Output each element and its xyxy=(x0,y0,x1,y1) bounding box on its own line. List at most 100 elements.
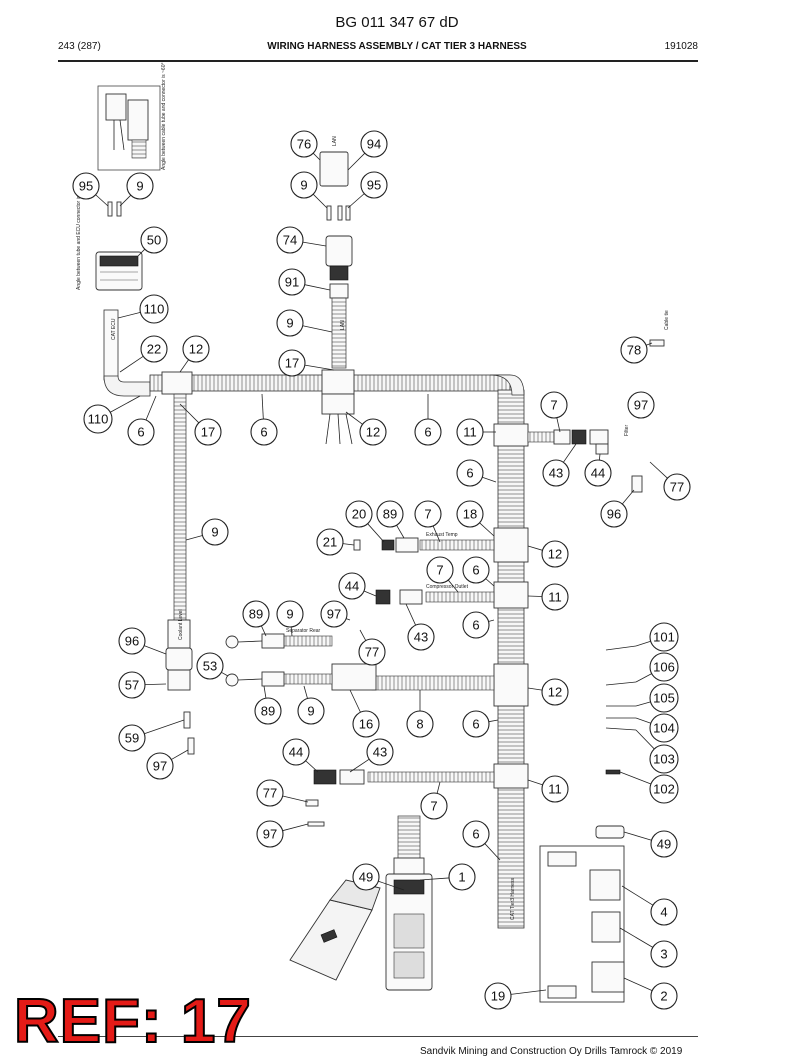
callout-c97b: 97 xyxy=(320,600,351,628)
callout-number: 12 xyxy=(548,547,562,562)
callout-c6e: 6 xyxy=(462,556,495,587)
callout-leader xyxy=(110,395,141,413)
junction-12-lower xyxy=(493,663,529,707)
callout-circle xyxy=(650,898,678,926)
callout-c101: 101 xyxy=(635,622,679,652)
callout-number: 44 xyxy=(289,745,303,760)
callout-c16: 16 xyxy=(349,689,380,738)
callout-leader xyxy=(342,543,355,546)
callout-number: 97 xyxy=(327,607,341,622)
callout-number: 57 xyxy=(125,678,139,693)
callout-leader xyxy=(345,411,363,425)
callout-c6a: 6 xyxy=(127,395,157,446)
junction-11-middle xyxy=(493,581,529,609)
cat-tier3-label: CAT Tier3 Harness xyxy=(510,877,516,920)
callout-circle xyxy=(407,623,435,651)
callout-number: 96 xyxy=(607,507,621,522)
callout-leader xyxy=(432,525,441,543)
callout-leader xyxy=(185,535,203,541)
callout-number: 6 xyxy=(137,425,144,440)
lan-connector-stack xyxy=(319,151,353,299)
callout-leader xyxy=(144,719,185,735)
footer-divider xyxy=(58,1036,698,1037)
coolant-level-label: Coolant Level xyxy=(178,609,184,640)
callout-circle xyxy=(278,268,306,296)
callout-circle xyxy=(584,459,612,487)
callout-number: 8 xyxy=(416,717,423,732)
callout-circle xyxy=(254,697,282,725)
callout-number: 49 xyxy=(657,837,671,852)
callout-leader xyxy=(347,193,365,209)
callout-leader xyxy=(282,795,309,803)
callout-number: 12 xyxy=(189,342,203,357)
callout-number: 43 xyxy=(373,745,387,760)
callout-circle xyxy=(118,627,146,655)
callout-c49b: 49 xyxy=(623,830,678,858)
callout-circle xyxy=(376,500,404,528)
callout-c9e: 9 xyxy=(276,600,304,637)
callout-c89b: 89 xyxy=(242,600,270,637)
callout-c103: 103 xyxy=(635,729,679,774)
callout-c44a: 44 xyxy=(584,453,612,487)
document-number: BG 011 347 67 dD xyxy=(335,14,459,31)
callout-c22: 22 xyxy=(119,335,168,373)
callout-c89a: 89 xyxy=(376,500,405,539)
callout-leader xyxy=(261,625,267,637)
callout-number: 21 xyxy=(323,535,337,550)
callout-c59: 59 xyxy=(118,719,185,752)
callout-number: 6 xyxy=(472,618,479,633)
callout-number: 11 xyxy=(548,590,562,605)
callout-number: 53 xyxy=(203,659,217,674)
connector-3d-view xyxy=(289,879,381,981)
callout-c74: 74 xyxy=(276,226,327,254)
callout-number: 110 xyxy=(144,302,165,317)
angle-note-top: Angle between cable tube and connector i… xyxy=(161,63,167,171)
callout-circle xyxy=(196,652,224,680)
callout-number: 19 xyxy=(491,989,505,1004)
callout-c77b: 77 xyxy=(358,629,386,666)
callout-circle xyxy=(456,418,484,446)
callout-circle xyxy=(426,556,454,584)
callout-circle xyxy=(250,418,278,446)
callout-number: 6 xyxy=(466,466,473,481)
callout-c77c: 77 xyxy=(256,779,309,807)
callout-circle xyxy=(352,710,380,738)
callout-number: 7 xyxy=(436,563,443,578)
callout-circle xyxy=(127,418,155,446)
callout-leader xyxy=(363,590,377,597)
callout-leader xyxy=(635,701,651,707)
callout-circle xyxy=(139,294,169,324)
callout-circle xyxy=(360,171,388,199)
callout-c95b: 95 xyxy=(72,172,109,207)
callout-circle xyxy=(649,652,679,682)
callout-circle xyxy=(663,473,691,501)
callout-circle xyxy=(126,172,154,200)
callout-c11b: 11 xyxy=(527,583,569,611)
callout-circle xyxy=(278,349,306,377)
callout-leader xyxy=(290,626,293,637)
callout-c9a: 9 xyxy=(290,171,328,209)
callout-c11c: 11 xyxy=(527,775,569,803)
callout-circle xyxy=(649,683,679,713)
callout-leader xyxy=(304,284,331,291)
callout-c110b: 110 xyxy=(83,395,141,434)
callout-number: 101 xyxy=(653,630,675,645)
callout-leader xyxy=(621,885,654,906)
callout-leader xyxy=(635,729,655,750)
callout-leader xyxy=(510,989,547,995)
callout-circle xyxy=(352,863,380,891)
part-96-right xyxy=(631,475,643,493)
callout-c6g: 6 xyxy=(462,710,499,738)
callout-c43b: 43 xyxy=(405,603,435,651)
callout-number: 76 xyxy=(297,137,311,152)
callout-number: 78 xyxy=(627,343,641,358)
callout-c50: 50 xyxy=(137,226,168,257)
callout-circle xyxy=(297,697,325,725)
callout-circle xyxy=(649,713,679,743)
callout-c96b: 96 xyxy=(118,627,167,655)
callout-circle xyxy=(620,336,648,364)
callout-c3: 3 xyxy=(619,927,678,968)
callout-leader xyxy=(359,629,367,641)
